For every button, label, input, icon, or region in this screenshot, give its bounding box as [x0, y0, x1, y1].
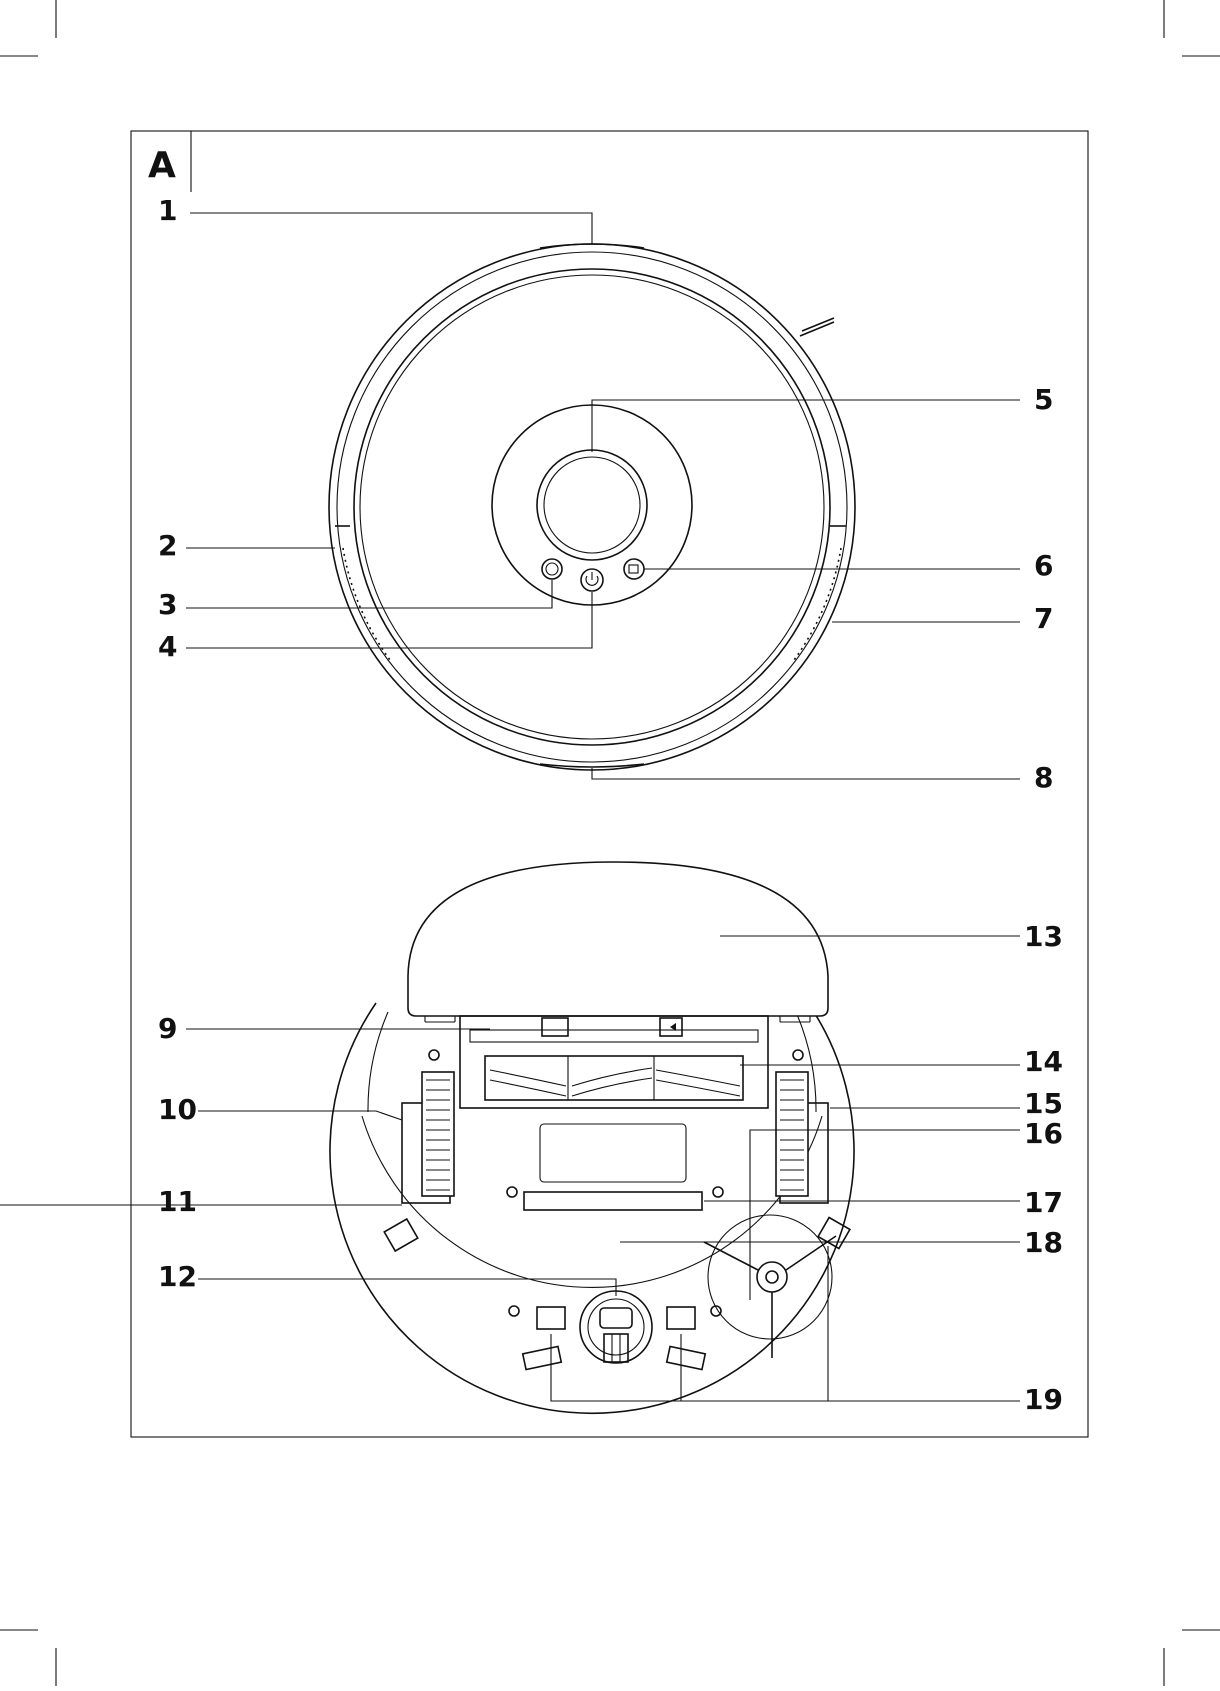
home-icon [546, 563, 558, 575]
rear-slot [540, 764, 644, 767]
callout-12: 12 [158, 1260, 197, 1293]
outer-shell [329, 244, 855, 770]
callout-16: 16 [1024, 1117, 1063, 1150]
callout-5: 5 [1034, 383, 1053, 416]
callout-9: 9 [158, 1012, 177, 1045]
spot-clean-button[interactable] [624, 559, 644, 579]
cliff-sensor-left [537, 1307, 565, 1329]
power-button[interactable] [581, 569, 603, 591]
callout-14: 14 [1024, 1045, 1063, 1078]
cliff-sensor-side [384, 1219, 418, 1251]
callout-13: 13 [1024, 920, 1063, 953]
callout-17: 17 [1024, 1186, 1063, 1219]
callout-7: 7 [1034, 602, 1053, 635]
callout-6: 6 [1034, 549, 1053, 582]
front-sensor-slot [540, 244, 644, 248]
callout-19: 19 [1024, 1383, 1063, 1416]
callout-4: 4 [158, 630, 177, 663]
charging-contacts [524, 1192, 702, 1210]
callout-8: 8 [1034, 761, 1053, 794]
bin-latch[interactable] [542, 1018, 568, 1036]
callout-18: 18 [1024, 1226, 1063, 1259]
cliff-sensor-right [667, 1307, 695, 1329]
right-wheel [776, 1072, 828, 1203]
laser-sensor [537, 450, 647, 560]
callout-1: 1 [158, 194, 177, 227]
left-wheel [402, 1072, 454, 1203]
home-button[interactable] [542, 559, 562, 579]
dust-bin-lid[interactable] [408, 862, 828, 1016]
spot-icon [629, 565, 638, 573]
callout-2: 2 [158, 529, 177, 562]
figure-frame [131, 131, 1088, 1437]
side-brush-peek [800, 318, 834, 336]
top-cover [354, 269, 830, 745]
callout-15: 15 [1024, 1087, 1063, 1120]
robot-top-view [329, 244, 855, 770]
callout-3: 3 [158, 588, 177, 621]
figure-letter: A [148, 145, 176, 186]
robot-bottom-view [330, 862, 854, 1413]
callout-10: 10 [158, 1093, 197, 1126]
main-brush [485, 1056, 743, 1100]
callout-11: 11 [158, 1185, 197, 1218]
caster-wheel [580, 1291, 652, 1363]
leaders-top [186, 213, 1020, 779]
battery-cover [540, 1124, 686, 1182]
